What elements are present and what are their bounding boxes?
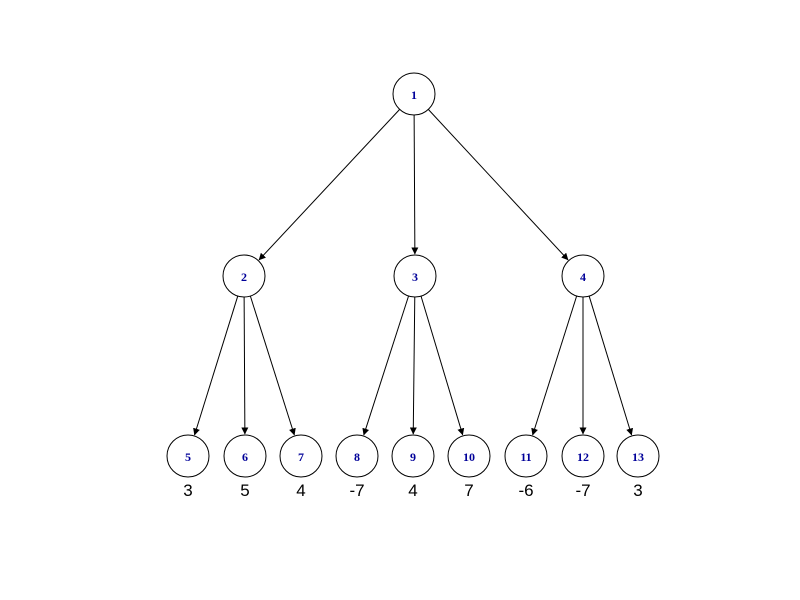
- node-label: 2: [241, 270, 247, 284]
- node-label: 12: [577, 450, 589, 464]
- node-circle: [391, 434, 435, 478]
- node-circle: [392, 72, 436, 116]
- edge-4-13: [588, 295, 634, 436]
- edge-1-2: [258, 109, 401, 261]
- node-label: 6: [242, 450, 248, 464]
- node-label: 7: [298, 450, 304, 464]
- leaf-value-9: 4: [408, 481, 417, 500]
- leaf-value-7: 4: [296, 481, 305, 500]
- edge-2-7: [249, 295, 296, 436]
- leaf-value-5: 3: [183, 481, 192, 500]
- node-circle: [561, 434, 605, 478]
- edge-1-4: [427, 109, 569, 261]
- tree-node-13: 13: [616, 434, 660, 478]
- edges-layer: [193, 109, 634, 436]
- tree-node-1: 1: [392, 72, 436, 116]
- node-label: 4: [580, 270, 586, 284]
- node-circle: [616, 434, 660, 478]
- leaf-value-13: 3: [633, 481, 642, 500]
- tree-node-10: 10: [447, 434, 491, 478]
- node-circle: [335, 434, 379, 478]
- tree-node-4: 4: [561, 254, 605, 298]
- tree-node-6: 6: [223, 434, 267, 478]
- edge-3-10: [420, 295, 465, 436]
- tree-node-2: 2: [222, 254, 266, 298]
- leaf-value-11: -6: [518, 481, 533, 500]
- node-circle: [223, 434, 267, 478]
- node-label: 13: [632, 450, 644, 464]
- leaf-value-12: -7: [575, 481, 590, 500]
- node-circle: [393, 254, 437, 298]
- node-label: 8: [354, 450, 360, 464]
- leaf-value-6: 5: [240, 481, 249, 500]
- tree-node-9: 9: [391, 434, 435, 478]
- tree-node-8: 8: [335, 434, 379, 478]
- tree-node-11: 11: [504, 434, 548, 478]
- tree-node-5: 5: [166, 434, 210, 478]
- node-label: 11: [520, 450, 531, 464]
- node-circle: [222, 254, 266, 298]
- node-label: 3: [412, 270, 418, 284]
- tree-node-12: 12: [561, 434, 605, 478]
- leaf-values-layer: 3 5 4 -7 4 7 -6 -7 3: [183, 481, 642, 500]
- edge-2-5: [193, 295, 239, 436]
- node-label: 10: [463, 450, 475, 464]
- edge-3-8: [362, 295, 410, 436]
- node-circle: [561, 254, 605, 298]
- node-circle: [166, 434, 210, 478]
- node-circle: [447, 434, 491, 478]
- node-label: 5: [185, 450, 191, 464]
- tree-node-3: 3: [393, 254, 437, 298]
- edge-1-3: [411, 114, 419, 255]
- node-label: 9: [410, 450, 416, 464]
- edge-4-11: [531, 295, 578, 436]
- leaf-value-10: 7: [464, 481, 473, 500]
- tree-node-7: 7: [279, 434, 323, 478]
- edge-3-9: [409, 296, 417, 435]
- node-circle: [279, 434, 323, 478]
- leaf-value-8: -7: [349, 481, 364, 500]
- edge-2-6: [241, 296, 249, 435]
- node-circle: [504, 434, 548, 478]
- node-label: 1: [411, 88, 417, 102]
